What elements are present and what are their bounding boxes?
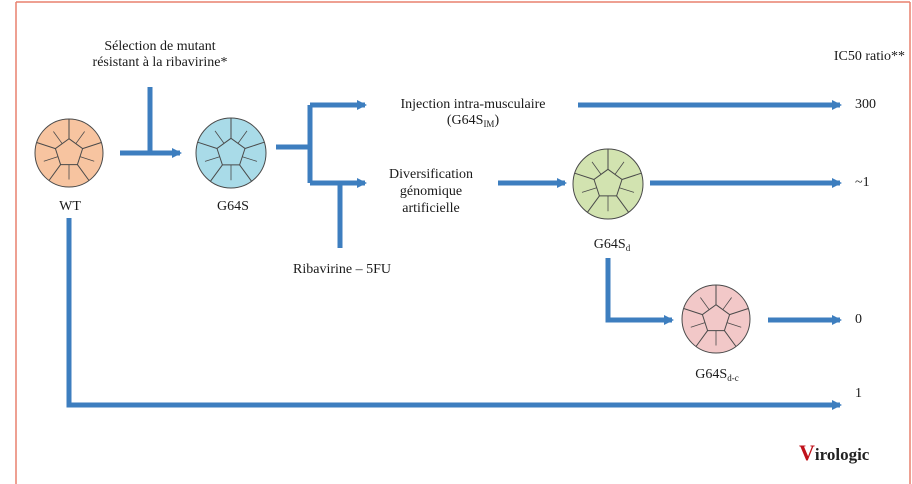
ratio-injection: 300 [855,97,876,112]
diversification-line2: génomique [399,184,463,199]
injection-label-line2: (G64SIM) [446,113,500,129]
selection-label: Sélection de mutant résistant à la ribav… [60,39,260,71]
arrow-wt-to-1 [66,218,842,410]
virus-label-g64sd-sub: d [625,243,631,253]
diversification-line3: artificielle [402,201,460,216]
virus-label-g64sdc: G64Sd-c [695,367,739,383]
virus-label-wt: WT [59,199,81,214]
ic50-header: IC50 ratio** [833,49,905,64]
ribavirine-label: Ribavirine – 5FU [293,262,391,277]
virus-label-g64s: G64S [217,199,249,214]
virus-particle-g64sdc [681,284,751,354]
logo-rest: irologic [814,445,870,464]
arrow-g64sd-to-g64sdc [605,258,674,325]
injection-label-subscript: IM [483,119,495,129]
injection-label-line1: Injection intra-musculaire [400,97,546,112]
ratio-g64sdc: 0 [855,312,862,327]
ratio-wt: 1 [855,386,862,401]
selection-label-line2: résistant à la ribavirine* [92,55,228,70]
virus-particle-g64sd [572,148,644,220]
diversification-line1: Diversification [389,167,473,182]
logo-initial: V [799,440,815,465]
virus-label-g64sdc-sub: d-c [727,373,739,383]
selection-label-line1: Sélection de mutant [104,39,216,54]
virologic-logo: Virologic [799,440,869,466]
ratio-g64sd: ~1 [855,175,870,190]
virus-particle-wt [34,118,104,188]
injection-label: Injection intra-musculaire (G64SIM) [368,97,578,129]
virus-label-g64sd: G64Sd [593,237,631,253]
virus-particle-g64s [195,117,267,189]
diversification-label: Diversification génomique artificielle [368,166,494,217]
